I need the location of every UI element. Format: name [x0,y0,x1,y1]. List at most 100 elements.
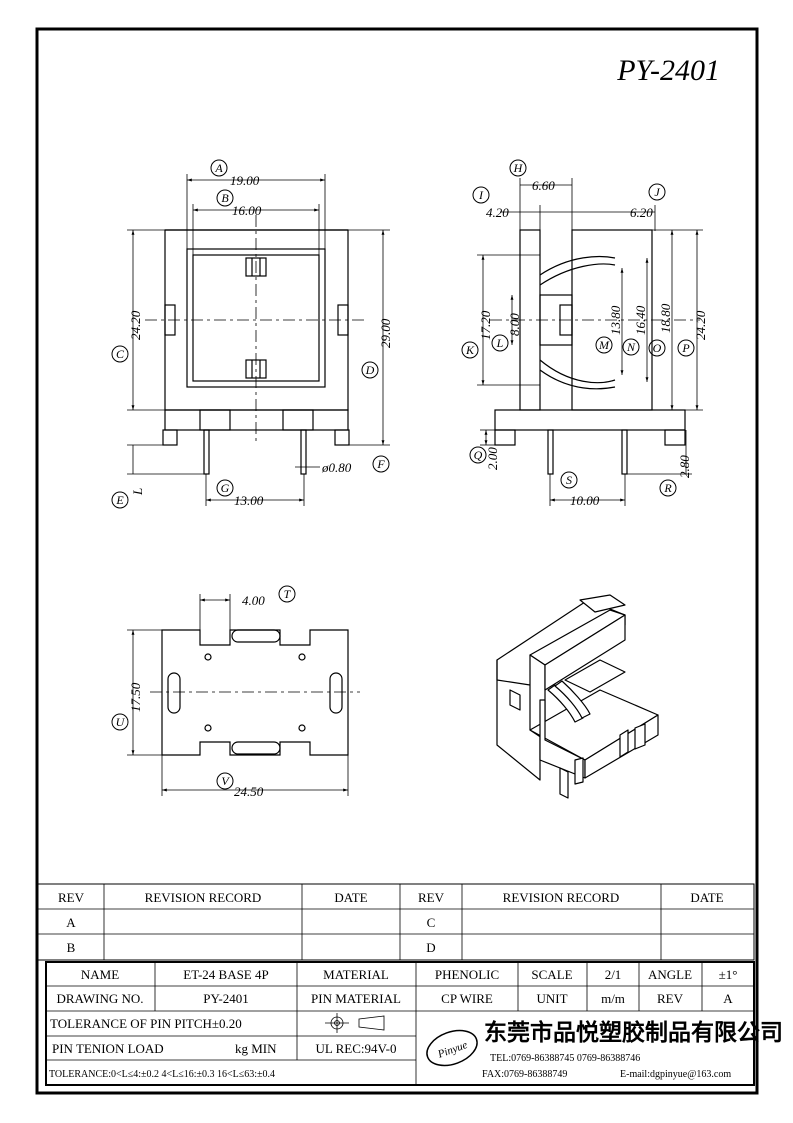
rev-row-b: B [67,940,76,955]
dim-i-value: 4.20 [486,205,509,220]
rev-value: A [723,991,733,1006]
callout-f: F [376,457,385,471]
dim-n-value: 16.40 [633,305,648,335]
revision-record-header-1: REVISION RECORD [145,890,262,905]
front-view-callouts: A B C D E F G [111,159,390,509]
callout-o: O [653,341,662,355]
dim-g-value: 13.00 [234,493,264,508]
bottom-view-callouts: T U V [111,585,296,790]
front-view-labels: 19.00 16.00 24.20 29.00 ø0.80 13.00 L [128,173,393,508]
part-number-title: PY-2401 [616,54,720,87]
dim-r-value: 2.80 [677,455,692,478]
callout-b: B [221,191,229,205]
unit-label: UNIT [536,991,567,1006]
name-label: NAME [81,967,119,982]
callout-p: P [681,341,690,355]
scale-value: 2/1 [605,967,622,982]
date-header-1: DATE [334,890,367,905]
dim-h-value: 6.60 [532,178,555,193]
angle-value: ±1° [719,967,738,982]
projection-symbol [325,1013,385,1033]
company-tel: TEL:0769-86388745 0769-86388746 [490,1053,640,1064]
title-block [45,961,755,1086]
dim-f-value: ø0.80 [321,460,352,475]
company-email: E-mail:dgpinyue@163.com [620,1069,731,1080]
callout-v: V [221,774,230,788]
drawing-no-value: PY-2401 [203,991,249,1006]
side-view [490,229,700,475]
side-view-callouts: H I J K L M N O P Q R S [461,159,695,497]
pin-material-value: CP WIRE [441,991,493,1006]
drawing-no-label: DRAWING NO. [56,991,143,1006]
dim-q-value: 2.00 [485,447,500,470]
dim-k-value: 17.20 [478,310,493,340]
logo-wordmark: Pinyue [435,1039,469,1061]
general-tolerance: TOLERANCE:0<L≤4:±0.2 4<L≤16:±0.3 16<L≤63… [49,1069,275,1080]
callout-a: A [214,161,223,175]
date-header-2: DATE [690,890,723,905]
callout-d: D [365,363,375,377]
revision-table [37,883,755,961]
callout-j: J [654,185,660,199]
callout-g: G [221,481,230,495]
company-logo: Pinyue [426,1029,478,1067]
bottom-view-labels: 4.00 17.50 24.50 [128,593,265,799]
rev-row-d: D [426,940,435,955]
front-view [145,215,368,475]
dim-l-value: 8.00 [507,313,522,336]
callout-k: K [465,343,475,357]
callout-n: N [626,340,636,354]
rev-header-2: REV [418,890,445,905]
rev-header-1: REV [58,890,85,905]
side-view-labels: 6.60 4.20 6.20 17.20 8.00 13.80 16.40 18… [478,178,708,508]
dim-j-value: 6.20 [630,205,653,220]
pin-pitch-tolerance: TOLERANCE OF PIN PITCH±0.20 [50,1016,242,1031]
scale-label: SCALE [531,967,572,982]
dim-o-value: 18.80 [658,303,673,333]
callout-h: H [513,161,524,175]
pin-tension-label: PIN TENION LOAD [52,1041,164,1056]
dim-s-value: 10.00 [570,493,600,508]
pin-material-label: PIN MATERIAL [311,991,401,1006]
callout-e: E [115,493,124,507]
isometric-view [496,594,659,799]
rev-row-c: C [427,915,436,930]
callout-i: I [478,188,484,202]
callout-s: S [566,473,572,487]
bottom-view [150,629,360,756]
unit-value: m/m [601,991,625,1006]
dim-u-value: 17.50 [128,682,143,712]
revision-table-text: REV REVISION RECORD DATE REV REVISION RE… [58,890,724,955]
material-value: PHENOLIC [435,967,499,982]
callout-r: R [663,481,672,495]
dim-p-value: 24.20 [693,310,708,340]
callout-l: L [496,336,504,350]
dim-l-label: L [130,488,145,496]
dim-c-value: 24.20 [128,310,143,340]
callout-t: T [284,587,292,601]
rev-row-a: A [66,915,76,930]
bottom-view-dimensions [127,594,349,796]
callout-c: C [116,347,125,361]
callout-q: Q [474,448,483,462]
company-fax: FAX:0769-86388749 [482,1069,567,1080]
callout-m: M [598,338,610,352]
pin-tension-unit: kg MIN [235,1041,277,1056]
title-block-text: NAME ET-24 BASE 4P MATERIAL PHENOLIC SCA… [49,967,737,1080]
revision-record-header-2: REVISION RECORD [503,890,620,905]
dim-v-value: 24.50 [234,784,264,799]
rev-label: REV [657,991,684,1006]
name-value: ET-24 BASE 4P [183,967,268,982]
dim-a-value: 19.00 [230,173,260,188]
front-view-dimensions [127,174,390,506]
side-view-dimensions [477,178,703,506]
callout-u: U [116,715,126,729]
dim-b-value: 16.00 [232,203,262,218]
dim-m-value: 13.80 [608,305,623,335]
company-name: 东莞市品悦塑胶制品有限公司 [484,1019,783,1045]
dim-d-value: 29.00 [378,318,393,348]
sheet-border [35,27,759,1095]
ul-rec: UL REC:94V-0 [315,1041,396,1056]
dim-t-value: 4.00 [242,593,265,608]
